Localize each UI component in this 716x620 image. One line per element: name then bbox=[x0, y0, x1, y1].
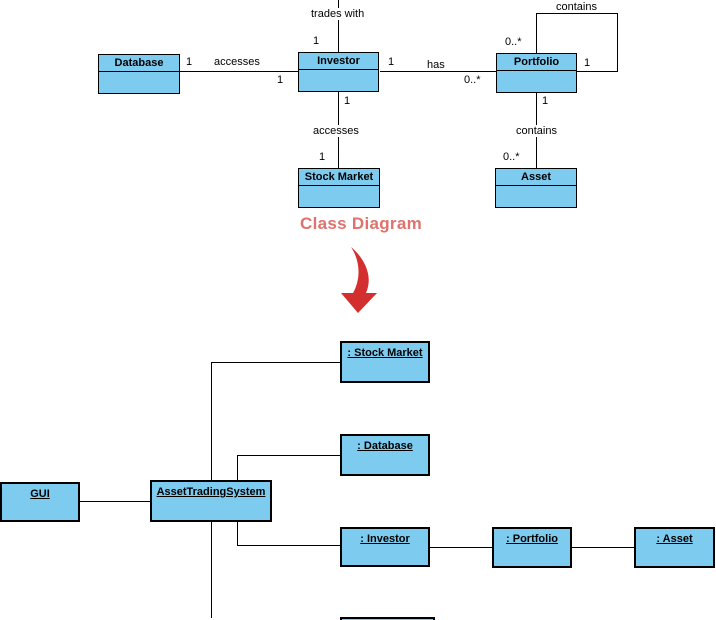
multiplicity-label: 0..* bbox=[464, 74, 481, 86]
object-box-partial[interactable] bbox=[340, 617, 435, 620]
multiplicity-label: 0..* bbox=[505, 36, 522, 48]
association-label: trades with bbox=[308, 8, 368, 20]
object-box-asset[interactable]: : Asset bbox=[634, 527, 715, 568]
multiplicity-label: 1 bbox=[313, 35, 320, 47]
association-accesses-db-line[interactable] bbox=[180, 71, 298, 72]
multiplicity-label: 1 bbox=[344, 95, 351, 107]
association-label: contains bbox=[513, 125, 560, 137]
link-ats-investor-line[interactable] bbox=[237, 545, 340, 546]
class-name: Investor bbox=[299, 53, 378, 70]
link-ats-bottom-line[interactable] bbox=[211, 522, 212, 618]
object-name: : Database bbox=[357, 440, 413, 452]
association-label: contains bbox=[556, 1, 597, 13]
association-label: has bbox=[427, 59, 445, 71]
link-ats-investor-line[interactable] bbox=[237, 522, 238, 546]
object-name: GUI bbox=[30, 488, 50, 500]
link-ats-stock-market-line[interactable] bbox=[211, 362, 340, 363]
link-investor-portfolio-line[interactable] bbox=[430, 547, 492, 548]
object-name: : Asset bbox=[656, 533, 693, 545]
class-box-investor[interactable]: Investor bbox=[298, 52, 379, 92]
class-box-database[interactable]: Database bbox=[98, 54, 180, 94]
link-gui-ats-line[interactable] bbox=[80, 501, 150, 502]
class-name: Portfolio bbox=[497, 54, 576, 71]
class-name: Stock Market bbox=[299, 169, 379, 186]
association-contains-self-line[interactable] bbox=[617, 13, 618, 72]
association-contains-self-line[interactable] bbox=[536, 13, 617, 14]
multiplicity-label: 1 bbox=[584, 57, 591, 69]
multiplicity-label: 1 bbox=[388, 56, 395, 68]
class-box-portfolio[interactable]: Portfolio bbox=[496, 53, 577, 93]
class-name: Database bbox=[99, 55, 179, 72]
link-ats-database-line[interactable] bbox=[237, 455, 340, 456]
diagram-heading: Class Diagram bbox=[300, 214, 423, 233]
object-box-gui[interactable]: GUI bbox=[0, 482, 80, 522]
object-name: : Investor bbox=[360, 533, 410, 545]
association-contains-self-line[interactable] bbox=[577, 71, 617, 72]
class-box-asset[interactable]: Asset bbox=[495, 168, 577, 208]
multiplicity-label: 0..* bbox=[503, 151, 520, 163]
association-label: accesses bbox=[310, 125, 362, 137]
object-box-stock-market[interactable]: : Stock Market bbox=[340, 341, 430, 383]
association-contains-self-line[interactable] bbox=[536, 13, 537, 54]
class-box-stock-market[interactable]: Stock Market bbox=[298, 168, 380, 208]
multiplicity-label: 1 bbox=[277, 74, 284, 86]
multiplicity-label: 1 bbox=[186, 56, 193, 68]
object-box-database[interactable]: : Database bbox=[340, 434, 430, 476]
object-name: : Stock Market bbox=[347, 347, 423, 359]
association-label: accesses bbox=[214, 56, 260, 68]
link-ats-database-line[interactable] bbox=[237, 455, 238, 480]
link-ats-stock-market-line[interactable] bbox=[211, 362, 212, 480]
object-box-investor[interactable]: : Investor bbox=[340, 527, 430, 567]
class-name: Asset bbox=[496, 169, 576, 186]
link-portfolio-asset-line[interactable] bbox=[572, 547, 634, 548]
object-box-asset-trading-system[interactable]: AssetTradingSystem bbox=[150, 480, 272, 522]
object-name: AssetTradingSystem bbox=[156, 486, 266, 498]
multiplicity-label: 1 bbox=[319, 151, 326, 163]
association-has-line[interactable] bbox=[380, 71, 496, 72]
association-trades-with-line[interactable] bbox=[338, 0, 339, 52]
curved-down-arrow-icon bbox=[341, 247, 377, 313]
multiplicity-label: 1 bbox=[542, 95, 549, 107]
object-name: : Portfolio bbox=[506, 533, 558, 545]
object-box-portfolio[interactable]: : Portfolio bbox=[492, 527, 572, 568]
